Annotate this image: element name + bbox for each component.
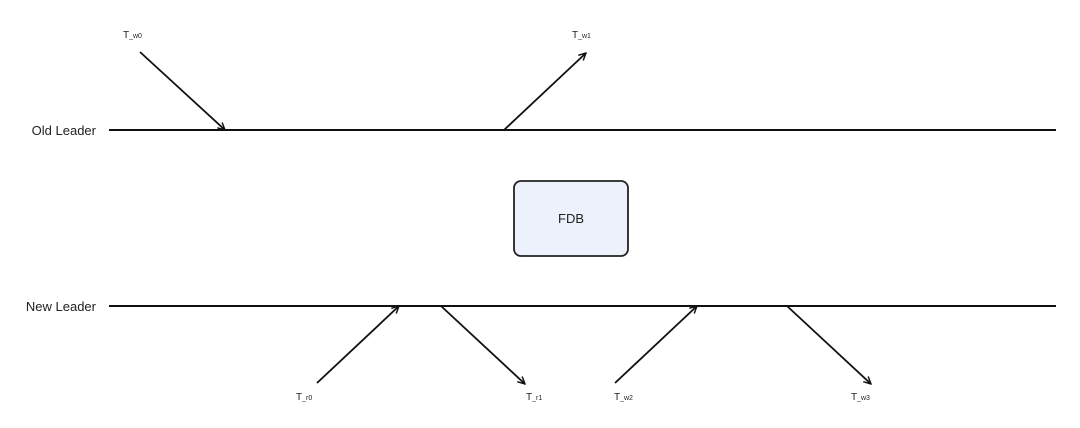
label-r0: T_r0 xyxy=(296,392,312,403)
label-w1: T_w1 xyxy=(572,30,591,41)
label-w0: T_w0 xyxy=(123,30,142,41)
label-w3: T_w3 xyxy=(851,392,870,403)
arrow-w0 xyxy=(139,51,225,130)
fdb-box: FDB xyxy=(513,180,629,257)
label-w0-sub: _w0 xyxy=(128,33,142,40)
label-w3-main: T xyxy=(851,392,857,403)
arrow-w1 xyxy=(503,53,586,131)
label-w0-main: T xyxy=(123,30,129,41)
fdb-box-label: FDB xyxy=(558,211,584,226)
label-r1-main: T xyxy=(526,392,532,403)
fdb-box-shape xyxy=(513,180,629,257)
label-w3-sub: _w3 xyxy=(856,395,870,402)
label-r0-sub: _r0 xyxy=(301,395,312,402)
arrow-w2 xyxy=(614,306,697,384)
label-r1: T_r1 xyxy=(526,392,542,403)
label-w2-sub: _w2 xyxy=(619,395,633,402)
new-leader-label: New Leader xyxy=(26,299,97,314)
label-w2-main: T xyxy=(614,392,620,403)
label-r0-main: T xyxy=(296,392,302,403)
label-w1-sub: _w1 xyxy=(577,33,591,40)
old-leader-label: Old Leader xyxy=(32,123,97,138)
label-w1-main: T xyxy=(572,30,578,41)
arrow-w3 xyxy=(786,305,871,384)
label-r1-sub: _r1 xyxy=(531,395,542,402)
arrow-r0 xyxy=(316,306,399,384)
arrow-r1 xyxy=(440,305,525,384)
label-w2: T_w2 xyxy=(614,392,633,403)
